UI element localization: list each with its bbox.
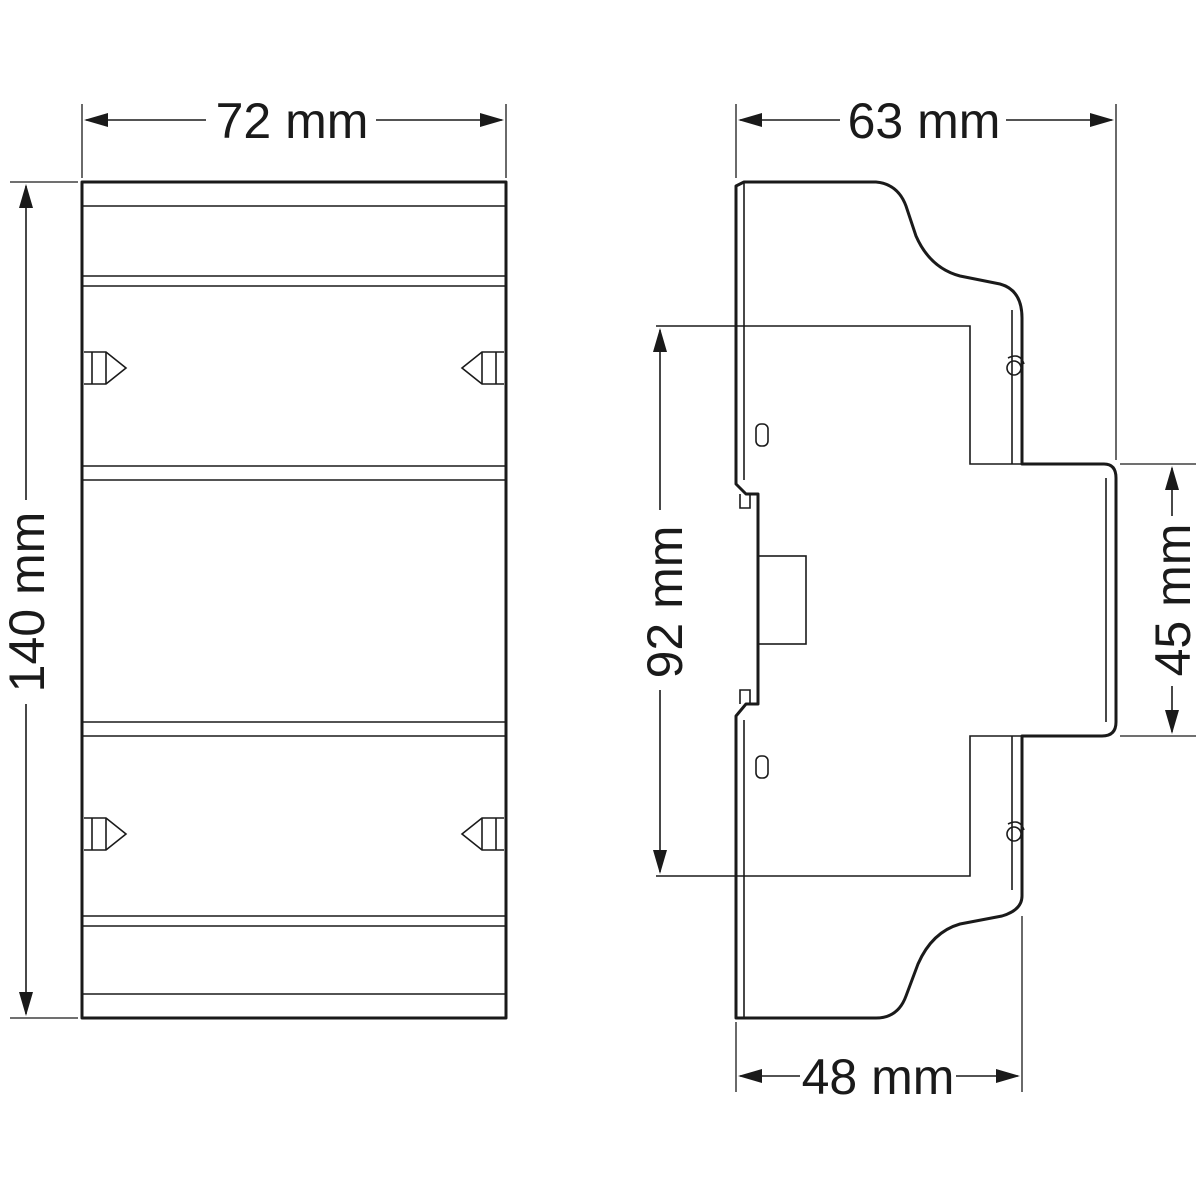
arrowhead-top (1165, 466, 1179, 490)
dimension-front-face-height: 45 mm (1120, 463, 1200, 737)
label-side-depth: 63 mm (848, 93, 1001, 149)
arrowhead-top (19, 184, 33, 208)
arrowhead-bottom (19, 992, 33, 1016)
arrowhead-left (738, 1069, 762, 1083)
front-clip-top-right (460, 351, 504, 385)
screw-top (1006, 355, 1025, 376)
dimension-rail-height: 92 mm (637, 328, 693, 874)
din-latch (757, 555, 807, 645)
label-rail-height: 92 mm (637, 526, 693, 679)
label-front-height: 140 mm (0, 512, 55, 693)
dimension-front-width: 72 mm (81, 93, 507, 178)
front-clip-top-left (84, 351, 128, 385)
front-housing-outline (80, 180, 508, 1020)
rail-body-bottom-line (656, 735, 1022, 877)
arrowhead-right (480, 113, 504, 127)
arrowhead-right (1090, 113, 1114, 127)
label-side-base-depth: 48 mm (802, 1049, 955, 1105)
arrowhead-left (84, 113, 108, 127)
dimension-side-depth: 63 mm (735, 93, 1117, 460)
dimension-side-base-depth: 48 mm (735, 916, 1023, 1105)
rail-body-top-line (656, 325, 1022, 465)
rail-notch-bottom (739, 689, 751, 704)
side-view: 63 mm 48 mm 92 mm 45 m (637, 93, 1200, 1105)
arrowhead-right (996, 1069, 1020, 1083)
arrowhead-bottom (653, 850, 667, 874)
side-housing-outline (734, 180, 1118, 1020)
screw-bottom (1006, 821, 1025, 842)
side-slot-bottom (755, 755, 769, 779)
front-clip-bottom-right (460, 817, 504, 851)
front-view: 72 mm 140 mm (0, 93, 508, 1020)
dimension-front-height: 140 mm (0, 181, 78, 1019)
label-front-face-height: 45 mm (1145, 524, 1200, 677)
arrowhead-top (653, 328, 667, 352)
front-clip-bottom-left (84, 817, 128, 851)
label-front-width: 72 mm (216, 93, 369, 149)
arrowhead-left (738, 113, 762, 127)
arrowhead-bottom (1165, 710, 1179, 734)
side-slot-top (755, 423, 769, 447)
rail-notch-top (739, 494, 751, 509)
